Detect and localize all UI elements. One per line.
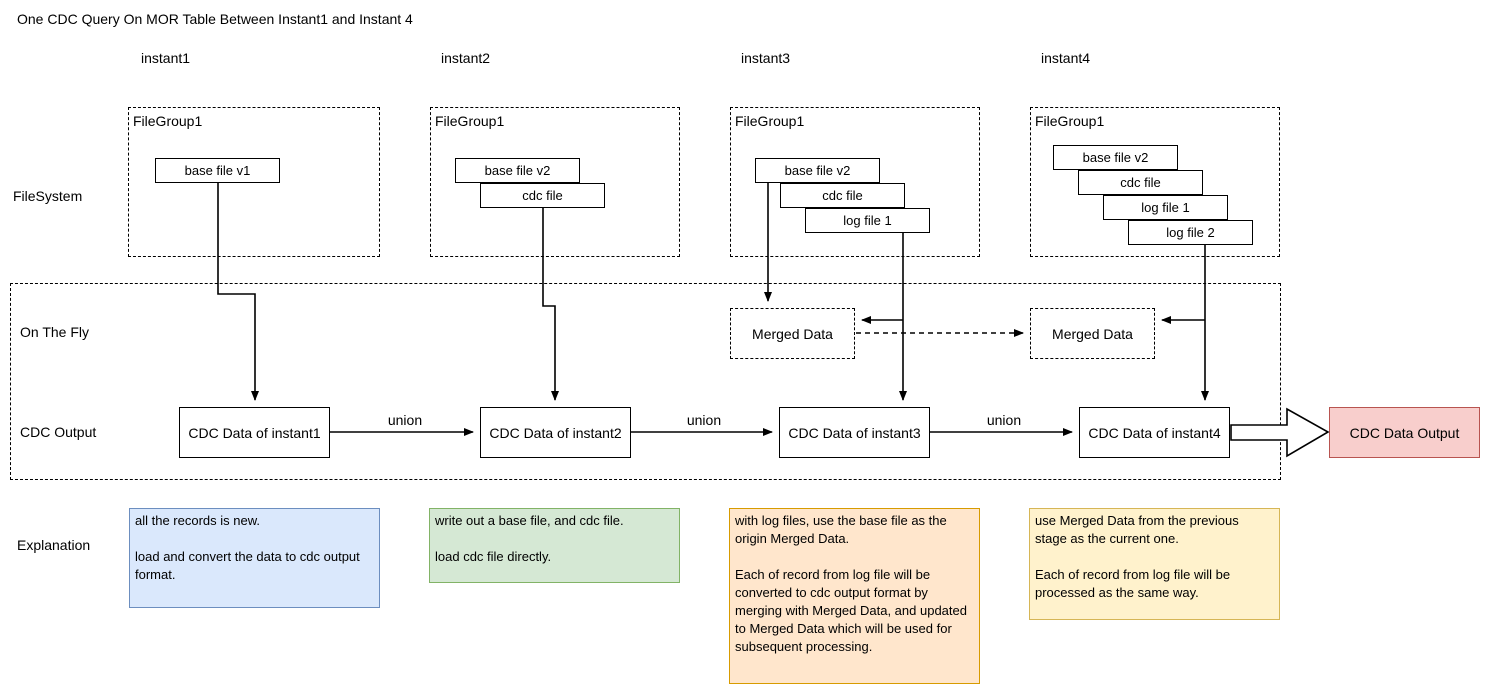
filegroup-instant4: FileGroup1: [1030, 107, 1280, 257]
cdc-data-instant2-box: CDC Data of instant2: [480, 407, 631, 458]
row-label-on-the-fly: On The Fly: [20, 324, 89, 340]
column-label-instant1: instant1: [141, 50, 191, 66]
file-box-base-file-v1: base file v1: [155, 158, 280, 183]
file-box-cdc-file: cdc file: [480, 183, 605, 208]
file-box-log-file-1: log file 1: [805, 208, 930, 233]
union-label-1: union: [387, 412, 423, 428]
union-label-2: union: [686, 412, 722, 428]
cdc-data-instant4-box: CDC Data of instant4: [1079, 407, 1230, 458]
file-box-log-file-1: log file 1: [1103, 195, 1228, 220]
cdc-data-output-box: CDC Data Output: [1329, 407, 1480, 458]
cdc-data-instant1-box: CDC Data of instant1: [179, 407, 330, 458]
cdc-data-instant3-box: CDC Data of instant3: [779, 407, 930, 458]
explanation-box-instant4: use Merged Data from the previous stage …: [1029, 508, 1280, 620]
merged-data-box-instant4: Merged Data: [1030, 308, 1155, 359]
column-label-instant4: instant4: [1041, 50, 1091, 66]
row-label-cdc-output: CDC Output: [20, 424, 97, 440]
merged-data-box-instant3: Merged Data: [730, 308, 855, 359]
explanation-box-instant1: all the records is new. load and convert…: [129, 508, 380, 608]
explanation-box-instant3: with log files, use the base file as the…: [729, 508, 980, 684]
file-box-cdc-file: cdc file: [780, 183, 905, 208]
filegroup-label: FileGroup1: [1035, 113, 1105, 129]
file-box-base-file-v2: base file v2: [755, 158, 880, 183]
filegroup-label: FileGroup1: [133, 113, 203, 129]
union-label-3: union: [986, 412, 1022, 428]
file-box-base-file-v2: base file v2: [455, 158, 580, 183]
file-box-cdc-file: cdc file: [1078, 170, 1203, 195]
file-box-log-file-2: log file 2: [1128, 220, 1253, 245]
column-label-instant3: instant3: [741, 50, 791, 66]
explanation-box-instant2: write out a base file, and cdc file. loa…: [429, 508, 680, 583]
processing-flow-container: [10, 283, 1281, 480]
filegroup-label: FileGroup1: [735, 113, 805, 129]
filegroup-instant3: FileGroup1: [730, 107, 980, 257]
row-label-filesystem: FileSystem: [13, 188, 83, 204]
row-label-explanation: Explanation: [17, 537, 91, 553]
diagram-title: One CDC Query On MOR Table Between Insta…: [17, 11, 413, 27]
file-box-base-file-v2: base file v2: [1053, 145, 1178, 170]
column-label-instant2: instant2: [441, 50, 491, 66]
filegroup-label: FileGroup1: [435, 113, 505, 129]
